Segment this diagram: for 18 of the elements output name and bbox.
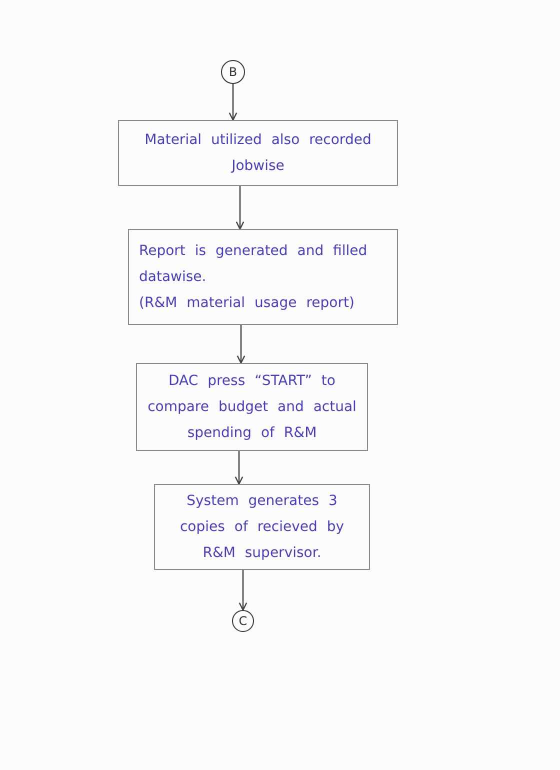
process-box [136,363,368,451]
process-text: (R&M material usage report) [139,294,356,313]
connector-label: B [228,65,238,79]
process-text: DAC press “START” to compare budget and actual spending of R&M [147,372,357,443]
connector-circle [221,60,245,84]
process-box [118,120,398,186]
process-box [128,229,398,325]
arrow [236,186,244,230]
process-text: Report is generated and filled datawise. [139,242,368,287]
arrow [238,570,248,611]
process-box [154,484,370,570]
connector-label: C [238,614,248,628]
arrow [228,84,238,121]
process-text: System generates 3 copies of recieved by R&M supervisor. [178,492,345,563]
arrow [236,325,246,364]
arrow [234,451,244,485]
connector-circle [232,610,254,632]
process-text: Material utilized also recorded Jobwise [144,131,372,176]
